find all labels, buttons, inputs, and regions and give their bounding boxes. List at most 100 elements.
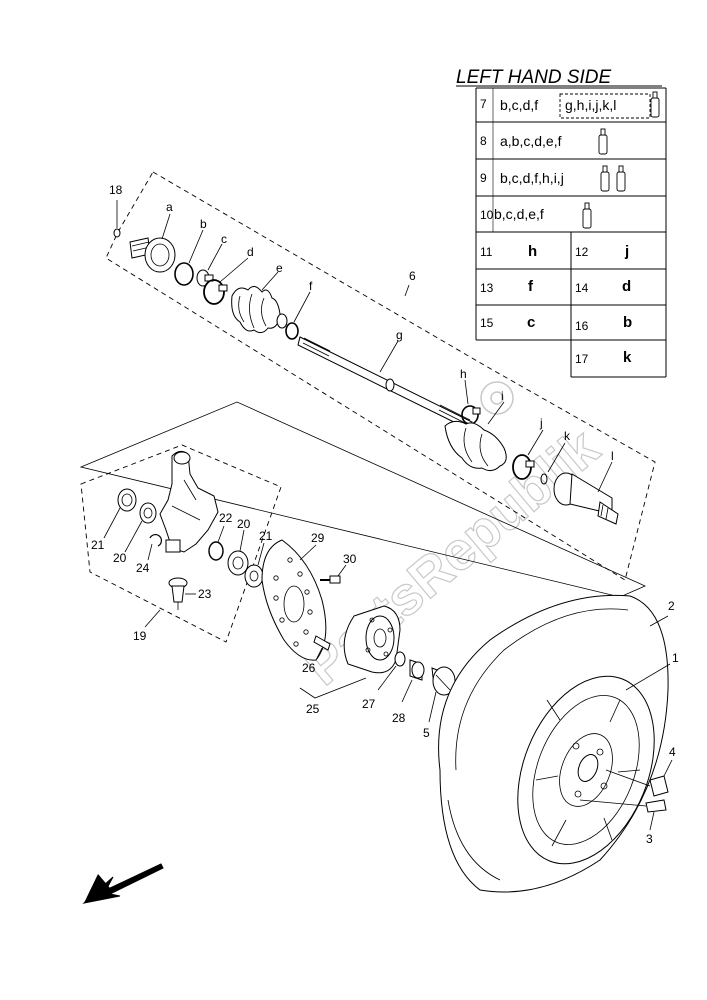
- callout-6: 6: [409, 269, 416, 283]
- callout-l: l: [611, 449, 614, 463]
- callout-23: 23: [198, 587, 212, 601]
- callout-h: h: [460, 367, 467, 381]
- callout-24: 24: [136, 561, 150, 575]
- bolt-30: [320, 564, 347, 584]
- row-13-part: f: [528, 278, 534, 295]
- valve-3: [579, 799, 667, 831]
- callout-25: 25: [306, 702, 320, 716]
- direction-arrow-icon: [82, 863, 164, 904]
- callout-a: a: [166, 200, 173, 214]
- band-j: [512, 429, 544, 480]
- nut-28: [401, 659, 425, 703]
- row-11-part: h: [528, 243, 537, 260]
- callout-g: g: [396, 328, 403, 342]
- row-12-number: 12: [575, 245, 589, 259]
- ball-joint-23: [168, 577, 196, 610]
- callout-b: b: [200, 217, 207, 231]
- bearing-21-left: [103, 488, 137, 539]
- row-11-number: 11: [480, 245, 493, 259]
- hub-group-bracket: [299, 677, 367, 699]
- steering-knuckle: [159, 450, 219, 553]
- callout-c: c: [221, 232, 227, 246]
- band-c: [196, 243, 223, 287]
- drive-shaft-g: [297, 336, 473, 431]
- callout-21-left: 21: [91, 538, 105, 552]
- grease-tube-icon: [582, 202, 592, 229]
- oil-seal-20-right: [227, 529, 249, 576]
- table-title: LEFT HAND SIDE: [456, 67, 612, 88]
- callout-e: e: [276, 261, 283, 275]
- row-7-parts: b,c,d,f: [500, 97, 538, 113]
- callout-5: 5: [423, 726, 430, 740]
- callout-20-left: 20: [113, 551, 127, 565]
- row-13-number: 13: [480, 281, 494, 295]
- callout-f: f: [309, 279, 313, 293]
- callout-26: 26: [302, 661, 316, 675]
- row-16-number: 16: [575, 319, 589, 333]
- bearing-21-right: [244, 542, 265, 588]
- row-15-part: c: [527, 314, 535, 331]
- grease-tube-icon: [616, 165, 626, 192]
- inner-cv-joint-l: [553, 461, 619, 525]
- row-12-part: j: [624, 243, 629, 260]
- callout-18: 18: [109, 183, 123, 197]
- clip-k: [540, 442, 566, 485]
- left-hand-side-table: LEFT HAND SIDE 7 b,c,d,f g,h,i,j,k,l 8 a…: [456, 67, 667, 378]
- row-10-number: 10: [480, 208, 494, 222]
- callout-2: 2: [668, 599, 675, 613]
- outer-cv-joint-a: [129, 213, 176, 273]
- callout-21-right: 21: [259, 529, 273, 543]
- wheel-hub-25: [343, 605, 401, 674]
- row-8-number: 8: [480, 134, 487, 148]
- grease-tube-icon: [650, 91, 660, 118]
- wheel-nut-4: [605, 759, 673, 797]
- callout-3: 3: [646, 832, 653, 846]
- row-16-part: b: [623, 314, 632, 331]
- circlip-24: [147, 534, 162, 561]
- callout-28: 28: [392, 711, 406, 725]
- row-17-number: 17: [575, 352, 589, 366]
- row-15-number: 15: [480, 316, 494, 330]
- row-10-parts: b,c,d,e,f: [494, 206, 544, 222]
- row-7-number: 7: [480, 97, 487, 111]
- boot-e: [231, 271, 288, 334]
- oil-seal-20-left: [124, 502, 157, 553]
- row-17-part: k: [623, 349, 632, 366]
- row-9-number: 9: [480, 171, 487, 185]
- grease-tube-icon: [600, 165, 610, 192]
- circlip-18: [113, 200, 121, 238]
- row-8-parts: a,b,c,d,e,f: [500, 133, 562, 149]
- callout-d: d: [247, 245, 254, 259]
- callout-19: 19: [133, 629, 147, 643]
- bolt-26: [313, 635, 331, 661]
- row-7-boxed-group: [559, 93, 651, 119]
- hub-cap-5: [428, 666, 456, 723]
- brake-disc-29: [261, 539, 327, 661]
- callout-30: 30: [343, 552, 357, 566]
- callout-29: 29: [311, 531, 325, 545]
- washer-27: [377, 651, 406, 691]
- row-14-number: 14: [575, 281, 589, 295]
- ring-f: [285, 291, 311, 340]
- callout-j: j: [539, 416, 543, 430]
- row-9-parts: b,c,d,f,h,i,j: [500, 170, 564, 186]
- band-clamp-d: [203, 257, 249, 305]
- knuckle-assembly-outline: [79, 401, 646, 598]
- watermark-gear-icon: [480, 381, 514, 415]
- callout-1: 1: [672, 651, 679, 665]
- grease-tube-icon: [598, 128, 608, 155]
- snap-ring-22: [208, 525, 225, 561]
- boot-i: [444, 401, 507, 472]
- callout-4: 4: [669, 745, 676, 759]
- callout-k: k: [564, 429, 571, 443]
- callout-20-right: 20: [237, 517, 251, 531]
- callout-labels: 18 a b c d e f g h i j k l 6 21 20 24 22…: [91, 183, 679, 846]
- ring-b: [174, 229, 204, 286]
- callout-i: i: [501, 389, 504, 403]
- knuckle-group-outline: [80, 444, 282, 643]
- callout-22: 22: [219, 511, 233, 525]
- row-7-boxed-parts: g,h,i,j,k,l: [565, 97, 616, 113]
- wheel-rim-1: [517, 663, 671, 865]
- row-14-part: d: [622, 278, 631, 295]
